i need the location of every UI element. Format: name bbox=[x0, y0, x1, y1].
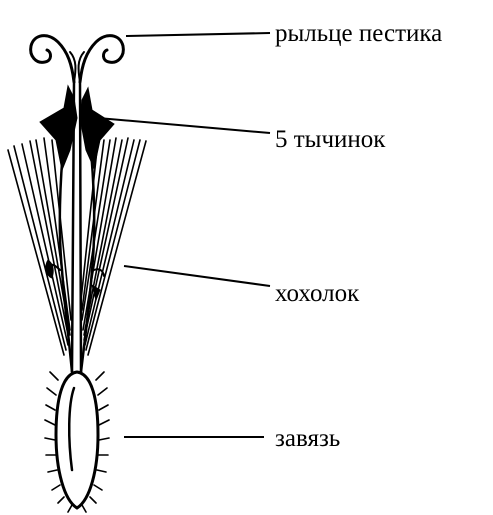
label-pappus: хохолок bbox=[275, 281, 359, 306]
ovary-drawing bbox=[45, 372, 109, 512]
pappus-drawing bbox=[8, 138, 146, 355]
leader-line-stigma bbox=[126, 33, 270, 36]
leader-lines bbox=[98, 33, 270, 437]
label-stigma: рыльце пестика bbox=[275, 21, 442, 46]
leader-line-pappus bbox=[124, 266, 270, 286]
stigma-drawing bbox=[31, 36, 124, 82]
label-stamens: 5 тычинок bbox=[275, 127, 385, 152]
label-ovary: завязь bbox=[275, 426, 340, 451]
leader-line-stamens bbox=[98, 118, 270, 133]
